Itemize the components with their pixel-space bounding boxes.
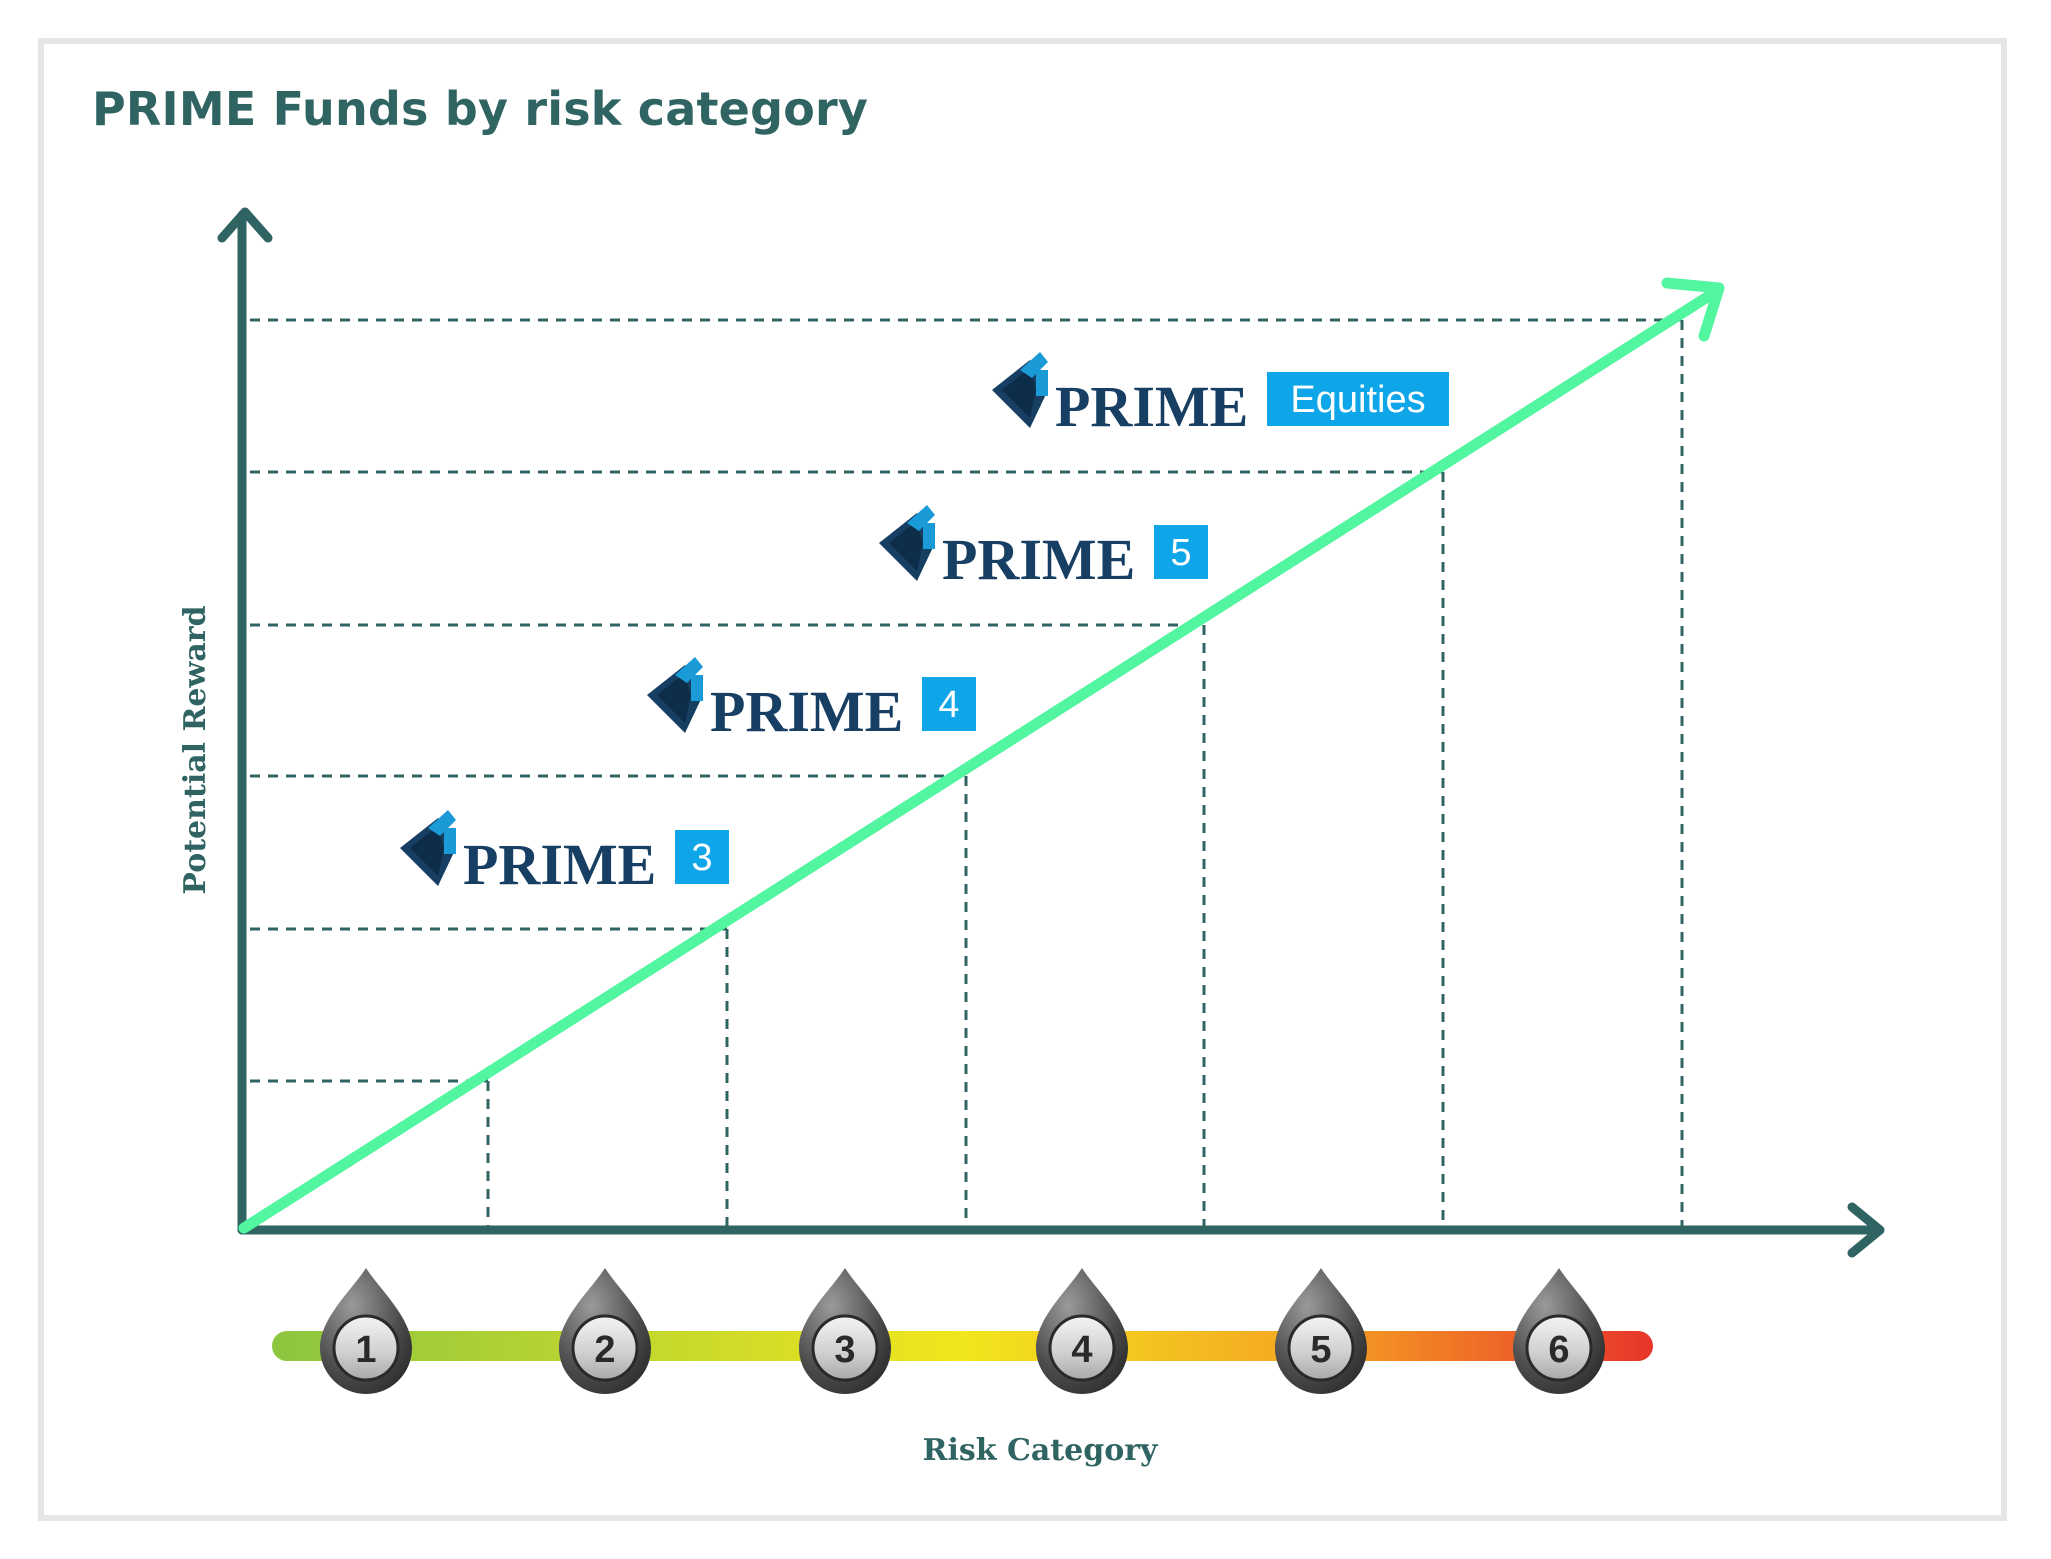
risk-category-number: 4 — [1071, 1329, 1092, 1371]
y-axis-label: Potential Reward — [178, 605, 213, 894]
fund-tag-badge — [675, 830, 729, 884]
risk-category-number: 1 — [355, 1329, 376, 1371]
fund-tag-label: Equities — [1290, 379, 1425, 421]
droplet-disc — [332, 1314, 400, 1382]
risk-category-number: 3 — [834, 1329, 855, 1371]
risk-marker-3: 3 — [799, 1268, 891, 1394]
trend-line — [238, 288, 1718, 1234]
risk-category-number: 6 — [1548, 1329, 1569, 1371]
risk-category-number: 2 — [594, 1329, 615, 1371]
prime-wordmark: PRIME — [463, 832, 656, 897]
droplet-disc — [1525, 1314, 1593, 1382]
fund-tag-badge — [1267, 372, 1449, 426]
risk-marker-6: 6 — [1513, 1268, 1605, 1394]
fund-tag-label: 4 — [938, 684, 959, 726]
fund-label-2: PRIME 4 — [647, 657, 976, 744]
prime-wordmark: PRIME — [942, 527, 1135, 592]
trend-arrow — [238, 277, 1725, 1234]
fund-tag-badge — [1154, 525, 1208, 579]
trend-arrowhead — [1661, 277, 1725, 342]
fund-label-3: PRIME 5 — [879, 505, 1208, 592]
prime-logo-icon — [647, 657, 703, 733]
x-axis-label: Risk Category — [923, 1433, 1160, 1468]
droplet-disc — [1287, 1314, 1355, 1382]
fund-tag-label: 5 — [1170, 532, 1191, 574]
risk-marker-4: 4 — [1036, 1268, 1128, 1394]
risk-scale: 1 2 3 4 5 6 — [272, 1268, 1653, 1394]
prime-wordmark: PRIME — [1055, 374, 1248, 439]
prime-logo-icon — [400, 810, 456, 886]
prime-logo-icon — [879, 505, 935, 581]
chart-title: PRIME Funds by risk category — [92, 82, 869, 136]
axes — [217, 207, 1885, 1258]
x-axis-arrowhead — [1847, 1202, 1885, 1258]
fund-tag-badge — [922, 677, 976, 731]
prime-logo-icon — [992, 352, 1048, 428]
risk-gradient-bar — [272, 1331, 1653, 1361]
risk-category-number: 5 — [1310, 1329, 1331, 1371]
risk-marker-5: 5 — [1275, 1268, 1367, 1394]
droplet-disc — [571, 1314, 639, 1382]
fund-label-4: PRIME Equities — [992, 352, 1449, 439]
prime-wordmark: PRIME — [710, 679, 903, 744]
guide-lines — [250, 318, 1684, 1230]
y-axis-arrowhead — [217, 207, 273, 243]
risk-marker-1: 1 — [320, 1268, 412, 1394]
droplet-disc — [1048, 1314, 1116, 1382]
risk-marker-2: 2 — [559, 1268, 651, 1394]
droplet-disc — [811, 1314, 879, 1382]
fund-tag-label: 3 — [691, 837, 712, 879]
fund-label-1: PRIME 3 — [400, 810, 729, 897]
